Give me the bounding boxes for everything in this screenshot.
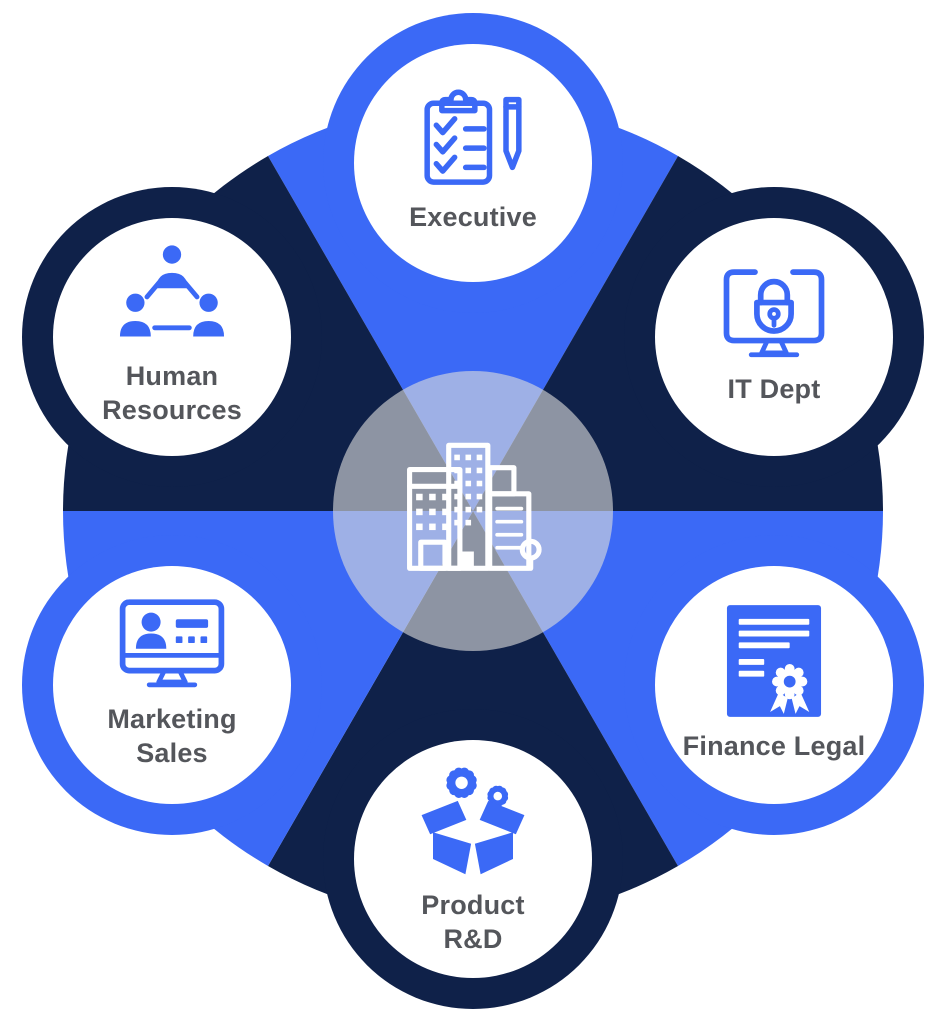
office-buildings-icon	[407, 442, 542, 571]
dept-hr: Human Resources	[53, 218, 291, 456]
certificate-icon	[726, 605, 822, 717]
dept-label-marketing: Marketing Sales	[107, 702, 236, 770]
center-overlay-circle	[333, 371, 613, 651]
label-line: Sales	[136, 738, 208, 768]
dept-product: Product R&D	[354, 740, 592, 978]
label-line: Product	[421, 889, 525, 920]
dept-finance: Finance Legal	[655, 566, 893, 804]
dept-it: IT Dept	[655, 218, 893, 456]
center-hub	[402, 436, 542, 572]
dept-label-executive: Executive	[409, 200, 537, 234]
label-line: Human	[125, 360, 219, 391]
label-line: Executive	[409, 201, 537, 232]
label-line: Resources	[102, 395, 242, 425]
clipboard-checklist-icon	[424, 89, 522, 185]
label-line: Marketing	[107, 703, 237, 734]
label-line: Finance Legal	[682, 730, 866, 761]
dept-label-product: Product R&D	[421, 888, 524, 956]
label-line: IT Dept	[727, 373, 821, 404]
dept-label-hr: Human Resources	[102, 359, 242, 427]
dept-executive: Executive	[354, 44, 592, 282]
monitor-lock-icon	[723, 269, 825, 358]
dept-marketing: Marketing Sales	[53, 566, 291, 804]
monitor-person-icon	[119, 599, 225, 688]
label-line: R&D	[443, 924, 503, 954]
people-network-icon	[119, 245, 225, 337]
dept-label-it: IT Dept	[728, 372, 821, 406]
box-gears-icon	[421, 767, 525, 875]
dept-label-finance: Finance Legal	[683, 729, 866, 763]
